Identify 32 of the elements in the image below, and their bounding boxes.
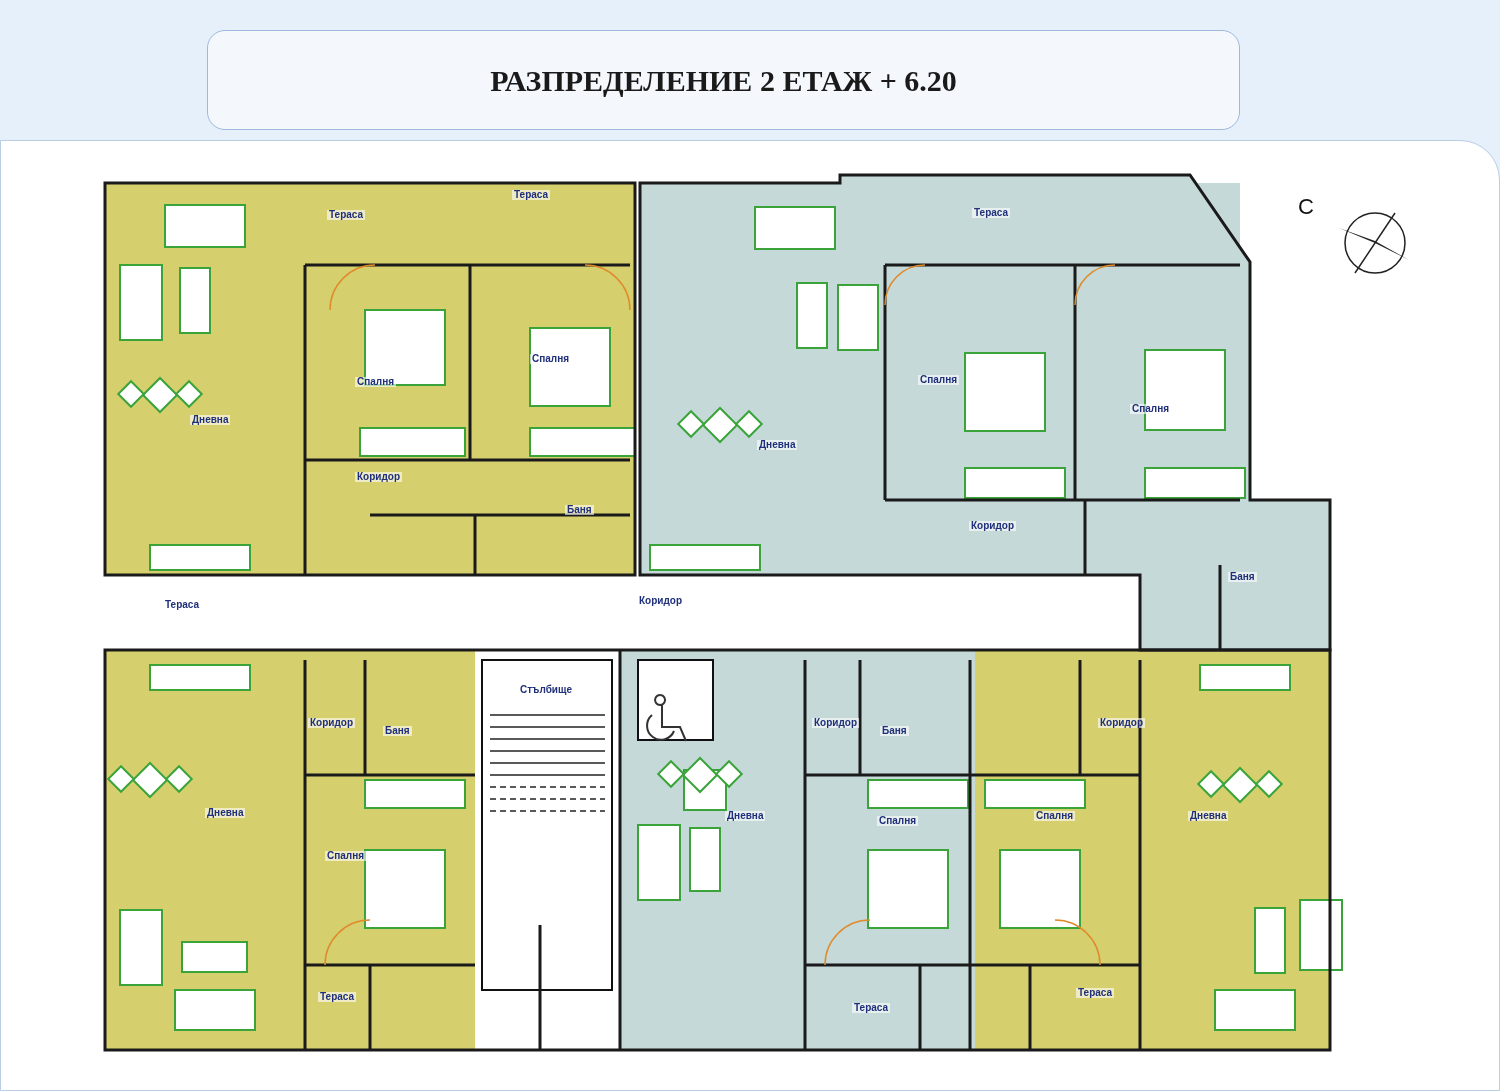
room-label: Тераса [972,208,1011,218]
room-label: Спалня [1130,404,1172,414]
room-label: Спалня [530,354,572,364]
room-label: Спалня [918,375,960,385]
north-label: С [1297,196,1315,218]
room-label: Дневна [205,808,246,818]
room-label: Дневна [190,415,231,425]
room-label: Коридор [1098,718,1146,728]
room-label: Коридор [308,718,356,728]
room-label: Тераса [163,600,202,610]
room-label: Спалня [325,851,367,861]
room-label: Баня [565,505,594,515]
room-label: Тераса [327,210,366,220]
room-label: Коридор [637,596,685,606]
room-label: Дневна [725,811,766,821]
room-label: Стълбище [518,685,574,695]
room-label: Тераса [852,1003,891,1013]
room-label: Спалня [355,377,397,387]
room-label: Баня [383,726,412,736]
room-label: Коридор [969,521,1017,531]
room-label: Тераса [318,992,357,1002]
title: РАЗПРЕДЕЛЕНИЕ 2 ЕТАЖ + 6.20 [490,62,957,99]
room-label: Дневна [757,440,798,450]
room-label: Баня [880,726,909,736]
room-label: Коридор [355,472,403,482]
room-label: Тераса [512,190,551,200]
room-label: Дневна [1188,811,1229,821]
room-label: Спалня [1034,811,1076,821]
room-label: Тераса [1076,988,1115,998]
room-label: Спалня [877,816,919,826]
room-label: Баня [1228,572,1257,582]
room-label: Коридор [812,718,860,728]
